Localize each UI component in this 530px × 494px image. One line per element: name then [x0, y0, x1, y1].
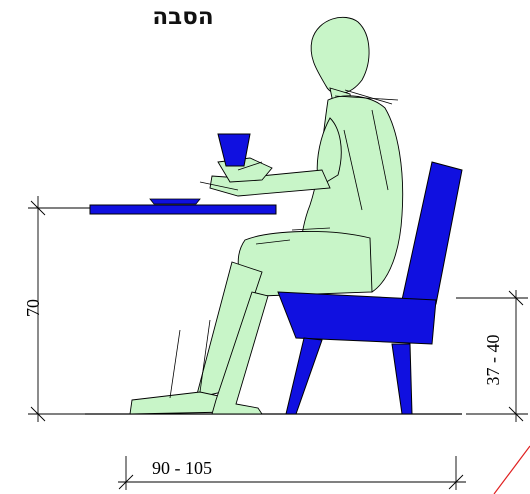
table-height-label: 70	[23, 299, 43, 317]
table-top	[89, 204, 277, 215]
seated-person	[129, 16, 404, 415]
diagram-title: הסבה	[152, 4, 214, 30]
dim-seat-height	[456, 290, 528, 422]
chair-back-leg	[391, 343, 413, 415]
seat-height-label: 37 - 40	[483, 334, 503, 386]
red-guide-line	[493, 445, 530, 494]
person-back-leg	[211, 291, 269, 415]
person-thigh	[237, 231, 373, 297]
chair-back	[401, 161, 463, 305]
chair	[277, 161, 463, 415]
table	[89, 198, 277, 215]
plate	[149, 198, 201, 205]
cup	[217, 133, 251, 167]
chair-front-leg	[285, 337, 323, 415]
dim-depth	[118, 456, 466, 490]
sketch-lines	[169, 89, 399, 399]
person-head	[310, 16, 370, 95]
chair-seat	[277, 291, 437, 345]
dim-table-height	[28, 196, 90, 422]
depth-label: 90 - 105	[152, 458, 212, 478]
